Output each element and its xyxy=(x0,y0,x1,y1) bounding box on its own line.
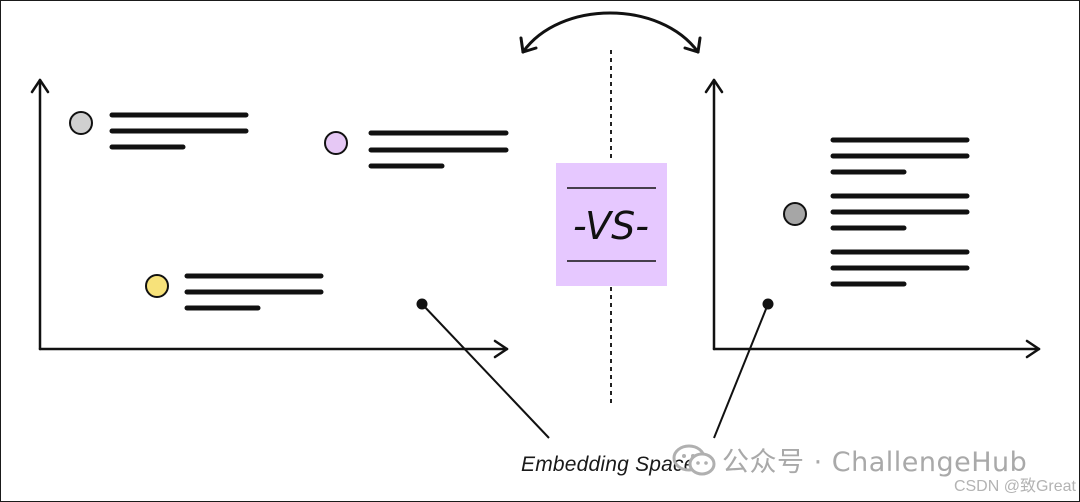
left-document-3 xyxy=(145,273,324,311)
watermark: 公众号 · ChallengeHub xyxy=(672,440,1027,479)
right-document xyxy=(783,137,970,287)
comparison-curved-arrow xyxy=(519,11,702,54)
document-dot-yellow xyxy=(145,274,169,298)
wechat-icon xyxy=(672,443,716,477)
text-lines xyxy=(368,130,509,169)
left-axes xyxy=(30,78,509,359)
embedding-space-caption: Embedding Space xyxy=(521,453,696,476)
vs-label: -VS- xyxy=(573,204,649,248)
right-axes xyxy=(704,78,1041,359)
text-lines xyxy=(109,112,249,150)
document-dot-gray-dark xyxy=(783,202,807,226)
left-document-1 xyxy=(69,111,249,150)
credit-text: CSDN @致Great xyxy=(953,478,1076,495)
left-document-2 xyxy=(324,130,509,169)
watermark-text: 公众号 · ChallengeHub xyxy=(722,447,1028,478)
document-dot-purple xyxy=(324,131,348,155)
left-query-point xyxy=(416,298,550,439)
text-lines xyxy=(184,273,324,311)
document-dot-gray xyxy=(69,111,93,135)
text-lines xyxy=(830,137,970,287)
right-query-point xyxy=(713,298,774,439)
vs-box: -VS- xyxy=(556,163,667,286)
